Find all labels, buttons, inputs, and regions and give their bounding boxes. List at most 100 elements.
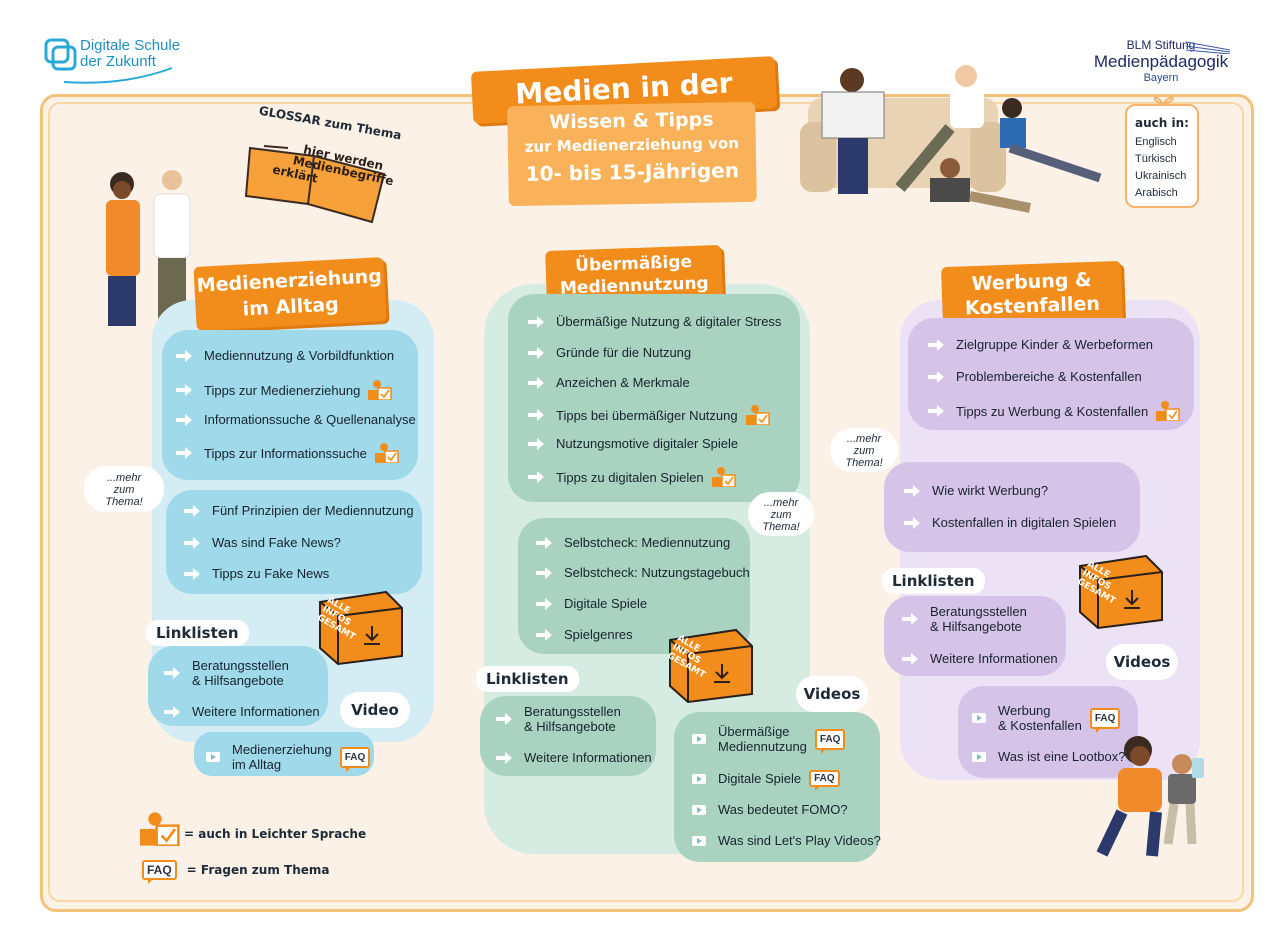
gift-box-icon: [319, 590, 403, 666]
right-link-item[interactable]: Weitere Informationen: [902, 651, 1058, 666]
logo-blm-line3: Bayern: [1143, 72, 1179, 84]
more-label: Digitale Spiele: [564, 596, 648, 611]
logo-digitale-schule[interactable]: Digitale Schule der Zukunft: [44, 38, 180, 84]
faq-icon: FAQ: [1089, 707, 1121, 733]
right-all-infos-box[interactable]: ALLE INFOS GESAMT: [1075, 550, 1166, 630]
right-linklisten-label: Linklisten: [882, 568, 985, 594]
right-link-item[interactable]: Beratungsstellen& Hilfsangebote: [902, 604, 1027, 634]
logo-text: Digitale Schule der Zukunft: [80, 38, 180, 70]
right-topic-item[interactable]: Problembereiche & Kostenfallen: [928, 369, 1142, 384]
middle-more-item[interactable]: Digitale Spiele: [536, 596, 647, 611]
middle-more-item[interactable]: Selbstcheck: Mediennutzung: [536, 535, 730, 550]
link-label: Beratungsstellen& Hilfsangebote: [930, 604, 1027, 634]
middle-video-item[interactable]: Was sind Let's Play Videos?: [692, 833, 881, 848]
middle-linklisten-label: Linklisten: [476, 666, 579, 692]
middle-topic-item[interactable]: Gründe für die Nutzung: [528, 345, 691, 360]
middle-link-item[interactable]: Weitere Informationen: [496, 750, 652, 765]
right-more-item[interactable]: Kostenfallen in digitalen Spielen: [904, 515, 1116, 530]
language-tag[interactable]: auch in: Englisch Türkisch Ukrainisch Ar…: [1125, 96, 1199, 208]
play-icon: [692, 804, 706, 815]
logo-blm-line2: Medienpädagogik: [1093, 52, 1229, 71]
mother-child-illustration: [1096, 736, 1204, 857]
gift-box-icon: [1079, 554, 1163, 630]
arrow-right-icon: [536, 536, 552, 549]
right-more-panel: [884, 462, 1140, 552]
book-icon: [244, 145, 386, 224]
middle-videos-label: Videos: [796, 676, 868, 712]
language-item[interactable]: Englisch: [1135, 136, 1177, 148]
topic-label: Tipps zu digitalen Spielen: [556, 469, 704, 485]
right-topics-panel: [908, 318, 1194, 430]
left-link-item[interactable]: Weitere Informationen: [164, 704, 320, 719]
left-linklisten-label: Linklisten: [146, 620, 249, 646]
left-more-item[interactable]: Tipps zu Fake News: [184, 566, 329, 581]
arrow-right-icon: [164, 667, 180, 679]
video-label: Was sind Let's Play Videos?: [718, 833, 881, 848]
left-topic-item[interactable]: Tipps zur Medienerziehung: [176, 380, 393, 400]
middle-video-item[interactable]: Was bedeutet FOMO?: [692, 802, 848, 817]
right-more-speech: ...mehr zum Thema!: [830, 428, 898, 472]
subtitle-line-2: zur Medienerziehung von: [524, 134, 740, 156]
topic-label: Zielgruppe Kinder & Werbeformen: [956, 337, 1154, 352]
left-all-infos-box[interactable]: ALLE INFOS GESAMT: [315, 586, 406, 666]
topic-label: Tipps zur Informationssuche: [204, 445, 367, 461]
right-topic-item[interactable]: Tipps zu Werbung & Kostenfallen: [928, 401, 1180, 421]
left-topic-item[interactable]: Informationssuche & Quellenanalyse: [176, 412, 416, 427]
video-line-2: im Alltag: [232, 757, 282, 772]
topic-label: Anzeichen & Merkmale: [556, 375, 690, 390]
leichte-sprache-icon: [374, 443, 399, 463]
middle-more-item[interactable]: Selbstcheck: Nutzungstagebuch: [536, 565, 750, 580]
link-line-2: & Hilfsangebote: [192, 673, 284, 688]
logo-blm-lines-icon: [1186, 41, 1231, 54]
arrow-right-icon: [176, 384, 192, 396]
left-link-item[interactable]: Beratungsstellen& Hilfsangebote: [164, 658, 289, 688]
arrow-right-icon: [928, 370, 944, 383]
language-item[interactable]: Türkisch: [1135, 153, 1177, 165]
middle-topic-item[interactable]: Übermäßige Nutzung & digitaler Stress: [528, 314, 781, 329]
left-more-item[interactable]: Fünf Prinzipien der Mediennutzung: [184, 503, 414, 518]
legend-faq-text: = Fragen zum Thema: [186, 863, 330, 877]
arrow-right-icon: [928, 405, 944, 417]
right-topic-item[interactable]: Zielgruppe Kinder & Werbeformen: [928, 337, 1153, 352]
left-topic-item[interactable]: Tipps zur Informationssuche: [176, 443, 399, 463]
glossar-book[interactable]: GLOSSAR zum Thema hier werden Medienbegr…: [244, 104, 403, 224]
middle-topic-item[interactable]: Tipps zu digitalen Spielen: [528, 467, 736, 487]
arrow-right-icon: [528, 376, 544, 389]
subtitle-panel: Wissen & Tipps zur Medienerziehung von 1…: [507, 101, 757, 207]
link-line-2: & Hilfsangebote: [524, 719, 616, 734]
topic-label: Tipps bei übermäßiger Nutzung: [556, 407, 738, 423]
language-item[interactable]: Arabisch: [1135, 187, 1178, 199]
middle-link-item[interactable]: Beratungsstellen& Hilfsangebote: [496, 704, 621, 734]
middle-topic-item[interactable]: Anzeichen & Merkmale: [528, 375, 690, 390]
legend-faq: FAQ = Fragen zum Thema: [142, 860, 330, 884]
language-item[interactable]: Ukrainisch: [1135, 170, 1187, 182]
logo-mark-icon: [44, 38, 77, 71]
middle-all-infos-box[interactable]: ALLE INFOS GESAMT: [665, 624, 756, 704]
video-line-2: & Kostenfallen: [998, 718, 1082, 733]
middle-topic-item[interactable]: Tipps bei übermäßiger Nutzung: [528, 405, 770, 425]
link-label: Beratungsstellen& Hilfsangebote: [192, 658, 289, 688]
middle-more-item[interactable]: Spielgenres: [536, 627, 633, 642]
left-topic-item[interactable]: Mediennutzung & Vorbildfunktion: [176, 348, 394, 363]
topic-label: Mediennutzung & Vorbildfunktion: [204, 348, 395, 363]
arrow-right-icon: [496, 713, 512, 725]
logo-blm[interactable]: BLM Stiftung Medienpädagogik Bayern: [1086, 38, 1236, 84]
logo-line-1: Digitale Schule: [80, 37, 181, 54]
right-video-item[interactable]: Was ist eine Lootbox?: [972, 749, 1125, 764]
video-line-2: Mediennutzung: [718, 739, 807, 754]
middle-more-panel: [518, 518, 750, 654]
right-more-item[interactable]: Wie wirkt Werbung?: [904, 483, 1048, 498]
leichte-sprache-icon: [745, 405, 770, 425]
more-label: Wie wirkt Werbung?: [932, 483, 1049, 498]
arrow-right-icon: [536, 597, 552, 610]
left-more-item[interactable]: Was sind Fake News?: [184, 535, 341, 550]
middle-topic-item[interactable]: Nutzungsmotive digitaler Spiele: [528, 436, 738, 451]
play-icon: [972, 713, 986, 723]
more-line-1: ...mehr: [846, 433, 882, 445]
topic-label: Tipps zu Werbung & Kostenfallen: [956, 403, 1149, 419]
